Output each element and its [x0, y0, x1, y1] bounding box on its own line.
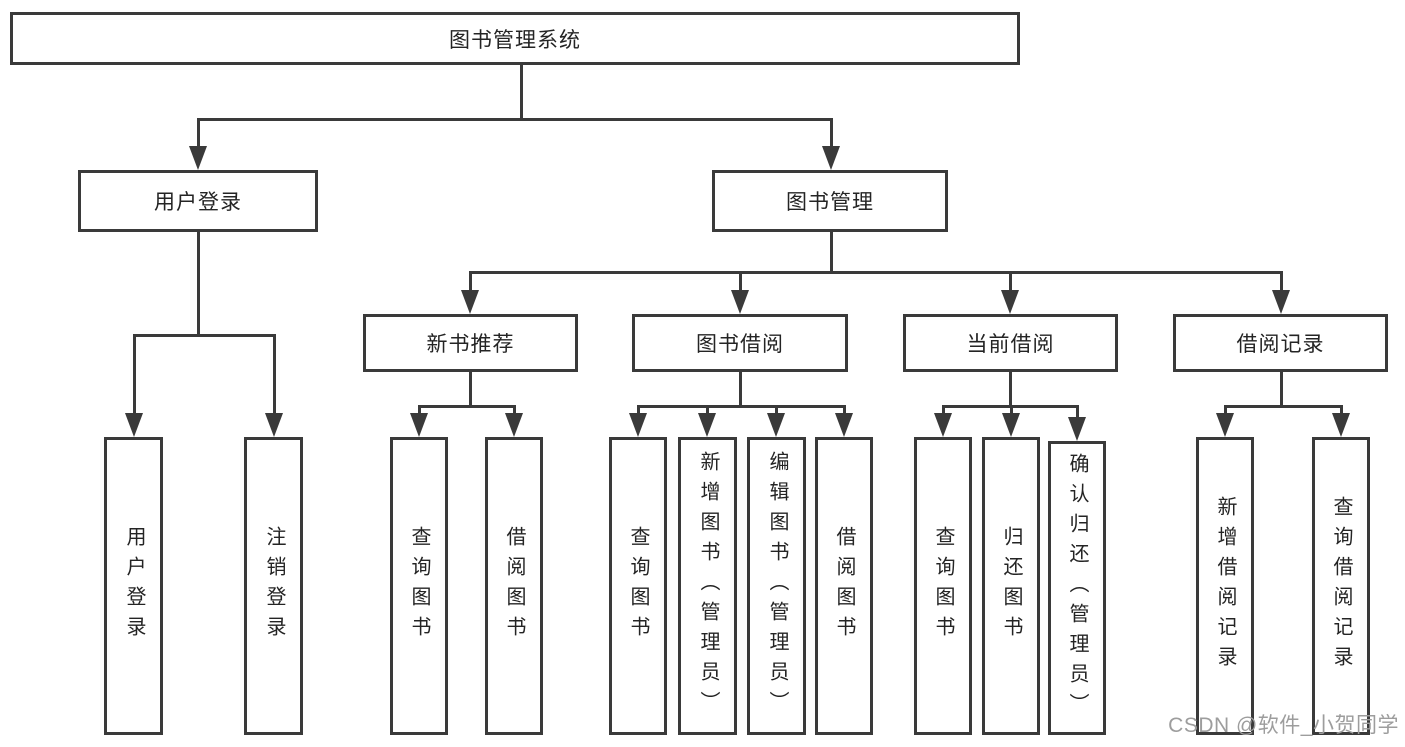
arrowhead-down	[189, 146, 207, 170]
node-new-book-recommendation: 新书推荐	[363, 314, 578, 372]
connector-line	[738, 372, 742, 406]
connector-line	[468, 272, 472, 290]
arrowhead-down	[1216, 413, 1234, 437]
node-user-login: 用户登录	[78, 170, 318, 232]
connector-line	[941, 406, 945, 413]
arrowhead-down	[629, 413, 647, 437]
connector-line	[705, 406, 709, 413]
arrowhead-down	[934, 413, 952, 437]
leaf-borrow-books-recommend: 借阅图书	[485, 437, 543, 735]
connector-line	[1223, 406, 1227, 413]
connector-line	[636, 406, 640, 413]
connector-line	[1279, 272, 1283, 290]
arrowhead-down	[731, 290, 749, 314]
leaf-query-books-current: 查询图书	[914, 437, 972, 735]
connector-line	[272, 335, 276, 413]
node-book-management: 图书管理	[712, 170, 948, 232]
connector-line	[1009, 406, 1013, 413]
connector-line	[1008, 272, 1012, 290]
arrowhead-down	[1068, 417, 1086, 441]
connector-line	[417, 406, 421, 413]
arrowhead-down	[822, 146, 840, 170]
arrowhead-down	[767, 413, 785, 437]
arrowhead-down	[698, 413, 716, 437]
connector-line	[636, 404, 846, 408]
connector-line	[829, 232, 833, 272]
csdn-watermark: CSDN @软件_小贺同学	[1168, 714, 1399, 737]
arrowhead-down	[265, 413, 283, 437]
leaf-confirm-return-admin: 确认归还（管理员）	[1048, 441, 1106, 735]
connector-line	[1279, 372, 1283, 406]
arrowhead-down	[835, 413, 853, 437]
leaf-query-books-recommend: 查询图书	[390, 437, 448, 735]
connector-line	[842, 406, 846, 413]
arrowhead-down	[1001, 290, 1019, 314]
connector-line	[738, 272, 742, 290]
connector-line	[196, 119, 200, 146]
connector-line	[1008, 372, 1012, 406]
arrowhead-down	[125, 413, 143, 437]
leaf-borrow-books: 借阅图书	[815, 437, 873, 735]
arrowhead-down	[410, 413, 428, 437]
connector-line	[468, 270, 1283, 274]
connector-line	[829, 119, 833, 146]
node-current-borrowing: 当前借阅	[903, 314, 1118, 372]
node-book-borrowing: 图书借阅	[632, 314, 848, 372]
arrowhead-down	[1272, 290, 1290, 314]
connector-line	[196, 232, 200, 335]
leaf-logout: 注销登录	[244, 437, 303, 735]
connector-line	[1339, 406, 1343, 413]
connector-line	[468, 372, 472, 406]
leaf-query-books-borrow: 查询图书	[609, 437, 667, 735]
connector-line	[1075, 406, 1079, 417]
connector-line	[132, 335, 136, 413]
arrowhead-down	[1332, 413, 1350, 437]
arrowhead-down	[1002, 413, 1020, 437]
connector-line	[1223, 404, 1343, 408]
arrowhead-down	[461, 290, 479, 314]
connector-line	[417, 404, 516, 408]
leaf-add-book-admin: 新增图书（管理员）	[678, 437, 737, 735]
connector-line	[941, 404, 1079, 408]
connector-line	[512, 406, 516, 413]
leaf-user-login: 用户登录	[104, 437, 163, 735]
node-library-management-system: 图书管理系统	[10, 12, 1020, 65]
leaf-edit-book-admin: 编辑图书（管理员）	[747, 437, 806, 735]
connector-line	[774, 406, 778, 413]
connector-line	[196, 117, 833, 121]
connector-line	[519, 65, 523, 119]
leaf-add-borrow-record: 新增借阅记录	[1196, 437, 1254, 735]
arrowhead-down	[505, 413, 523, 437]
leaf-query-borrow-record: 查询借阅记录	[1312, 437, 1370, 735]
connector-line	[132, 333, 276, 337]
node-borrowing-records: 借阅记录	[1173, 314, 1388, 372]
leaf-return-books: 归还图书	[982, 437, 1040, 735]
